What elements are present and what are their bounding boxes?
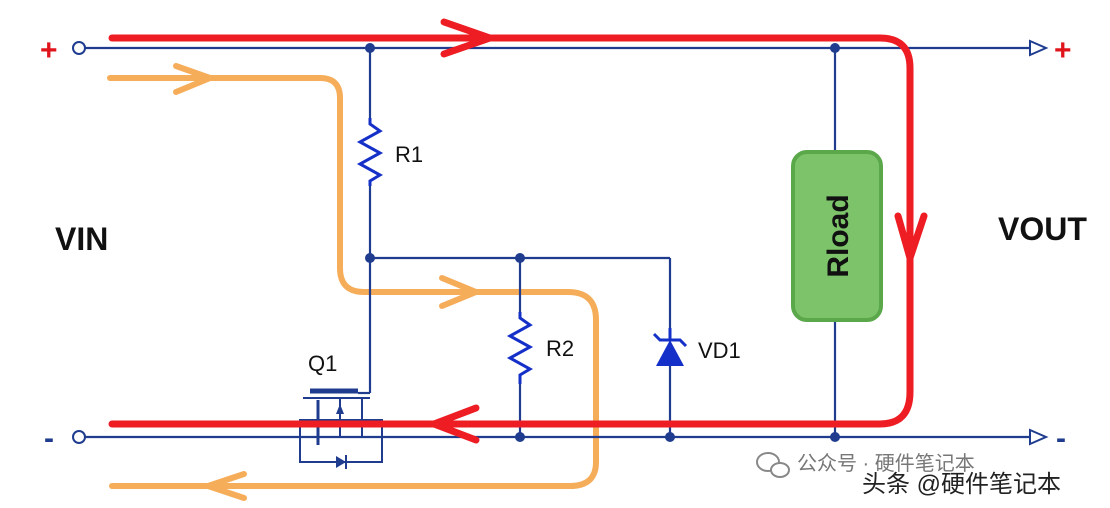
r1-label: R1 (395, 142, 423, 167)
rload-label: Rload (822, 194, 855, 277)
q1-label: Q1 (308, 351, 337, 376)
vin-plus-terminal (72, 41, 86, 55)
bias-current-path (107, 63, 599, 501)
main-arrow-right (894, 212, 928, 262)
rload-resistor: Rload (791, 150, 883, 322)
vout-minus-terminal (1029, 428, 1049, 446)
vin-label: VIN (55, 221, 108, 257)
vin-minus-sign: - (44, 422, 54, 455)
q1-mosfet (299, 388, 383, 469)
vd1-zener-diode (652, 328, 688, 366)
r2-resistor (506, 312, 534, 384)
bias-arrow-top (173, 63, 213, 95)
main-arrow-top (440, 18, 494, 58)
wechat-icon (756, 452, 790, 478)
watermark-platform: 头条 @硬件笔记本 (862, 471, 1061, 498)
main-current-path (108, 18, 928, 444)
main-arrow-bottom (430, 404, 480, 444)
vd1-label: VD1 (698, 338, 741, 363)
bias-arrow-mid (439, 275, 479, 309)
watermark: 公众号 · 硬件笔记本 头条 @硬件笔记本 (756, 452, 1061, 498)
vout-minus-sign: - (1056, 422, 1066, 455)
vout-label: VOUT (998, 211, 1087, 247)
watermark-account: 公众号 · 硬件笔记本 (797, 452, 975, 475)
r2-label: R2 (546, 336, 574, 361)
r1-resistor (356, 118, 384, 186)
vout-plus-terminal (1029, 39, 1049, 57)
vout-plus-sign: + (1054, 34, 1072, 67)
wiring (84, 46, 1030, 439)
vin-plus-sign: + (40, 34, 58, 67)
junction-nodes (365, 43, 840, 442)
vin-minus-terminal (72, 430, 86, 444)
bias-arrow-bottom (205, 471, 247, 501)
